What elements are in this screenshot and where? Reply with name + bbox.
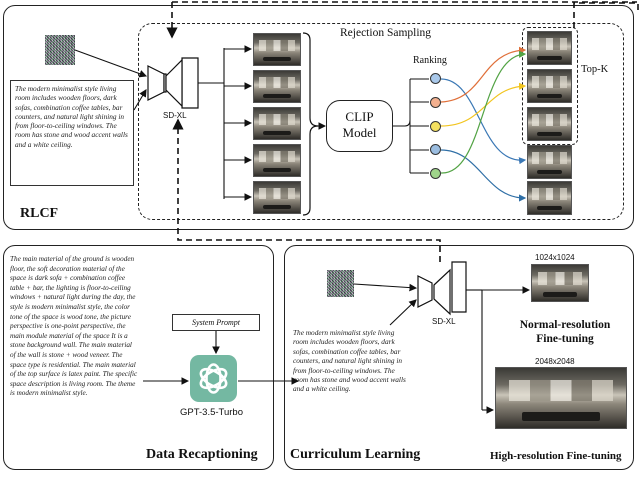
stage2-label: High-resolution Fine-tuning: [490, 450, 622, 462]
topk-feedback-top: [573, 2, 639, 28]
curriculum-panel: [284, 245, 634, 470]
rlcf-noise-arrow: [74, 49, 148, 78]
gpt-label: GPT-3.5-Turbo: [180, 407, 244, 418]
rlcf-generated-image-3: [253, 107, 301, 140]
recaptioning-title: Data Recaptioning: [146, 447, 258, 462]
openai-logo-icon: [199, 363, 228, 394]
rlcf-generated-image-1: [253, 33, 301, 66]
gpt-icon: [190, 355, 237, 402]
curriculum-noise-image: [327, 270, 354, 297]
system-prompt-box: System Prompt: [172, 314, 260, 331]
clip-label-line1: CLIP: [345, 109, 374, 124]
rlcf-prompt-box: The modern minimalist style living room …: [10, 80, 134, 186]
recaptioning-panel: [3, 245, 274, 470]
rlcf-panel: [3, 5, 634, 230]
rank-curve-4: [440, 149, 527, 202]
rlcf-sdxl-icon: [147, 57, 199, 109]
clip-label-line2: Model: [342, 125, 377, 140]
ranking-circle-4: [430, 144, 441, 155]
stage1-label: Normal-resolution Fine-tuning: [500, 318, 630, 346]
stage1-line2: Fine-tuning: [536, 333, 594, 345]
rlcf-noise-image: [45, 35, 75, 65]
rlcf-generated-image-4: [253, 144, 301, 177]
rlcf-generated-image-5: [253, 181, 301, 214]
high-resolution-image: [495, 367, 627, 429]
ranked-image-4: [527, 145, 572, 179]
ranked-image-2: [527, 69, 572, 103]
ranking-circle-1: [430, 73, 441, 84]
recaption-caption: The main material of the ground is woode…: [10, 255, 138, 398]
rlcf-prompt-arrow: [133, 89, 147, 111]
ranking-label: Ranking: [413, 55, 447, 66]
rejection-sampling-label: Rejection Sampling: [340, 27, 432, 39]
ranking-circle-3: [430, 121, 441, 132]
curriculum-prompt: The modern minimalist style living room …: [293, 328, 406, 394]
topk-label: Top-K: [581, 64, 609, 75]
curriculum-prompt-arrow: [389, 299, 417, 326]
rlcf-sdxl-label: SD-XL: [163, 111, 187, 120]
ranked-image-1: [527, 31, 572, 65]
ranked-image-3: [527, 107, 572, 141]
rank-curve-5: [440, 50, 527, 174]
ranking-circle-2: [430, 97, 441, 108]
rlcf-generated-image-2: [253, 70, 301, 103]
normal-resolution-image: [531, 264, 589, 302]
rank-curve-2: [440, 46, 527, 103]
curriculum-noise-arrow: [353, 283, 418, 292]
curriculum-title: Curriculum Learning: [290, 447, 421, 462]
images-bracket: [302, 32, 319, 216]
clip-model-box: CLIP Model: [326, 100, 393, 152]
rejection-sampling-box: [138, 23, 624, 220]
stage1-line1: Normal-resolution: [519, 319, 611, 331]
ranking-circle-5: [430, 168, 441, 179]
rlcf-title: RLCF: [20, 206, 59, 221]
res2-label: 2048x2048: [535, 357, 575, 366]
curriculum-sdxl-icon: [417, 261, 467, 316]
curriculum-to-rlcf-link: [172, 118, 441, 262]
res1-label: 1024x1024: [535, 253, 575, 262]
ranked-image-5: [527, 181, 572, 215]
curriculum-sdxl-label: SD-XL: [432, 317, 456, 326]
rank-curve-3: [440, 82, 527, 127]
system-prompt-label: System Prompt: [192, 318, 240, 327]
rank-curve-1: [440, 78, 527, 165]
